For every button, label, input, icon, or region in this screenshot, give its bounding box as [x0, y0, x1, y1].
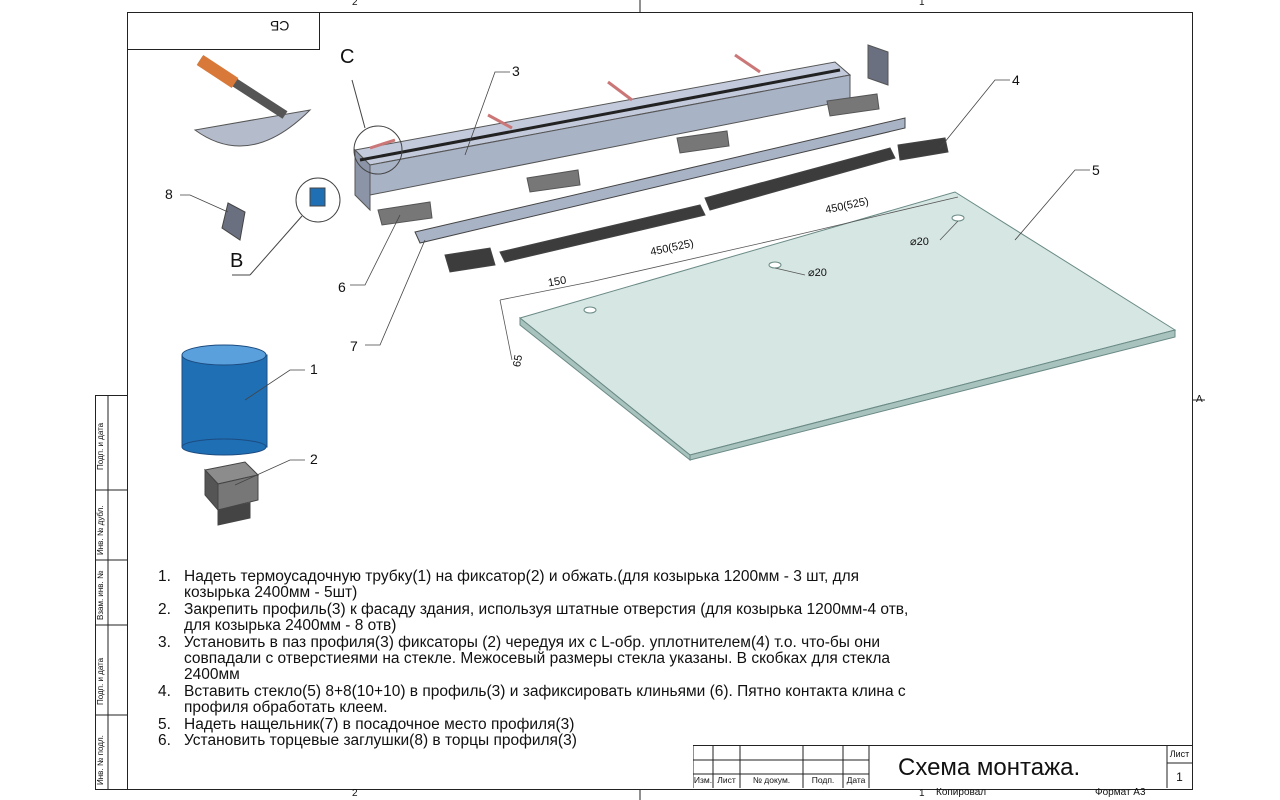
- wall-profile-part: [353, 44, 889, 226]
- header-sheet: Лист: [717, 775, 736, 785]
- header-doc-no: № докум.: [752, 775, 791, 785]
- dimension-lines: [499, 196, 959, 361]
- title-block-grid: [693, 746, 1192, 788]
- copied-label: Копировал: [936, 787, 987, 798]
- header-signature: Подп.: [811, 775, 835, 785]
- step-number: 2.: [158, 600, 171, 618]
- instruction-item: 4. Вставить стекло(5) 8+8(10+10) в профил…: [158, 682, 1064, 717]
- stamp-sign-date-1: Подп. и дата: [96, 422, 105, 470]
- end-cap-part: [221, 202, 246, 241]
- instruction-item: 2. Закрепить профиль(3) к фасаду здания, …: [158, 600, 1064, 635]
- leader-lines: [180, 71, 1090, 486]
- detail-c-label: C: [340, 46, 355, 68]
- callout-2: 2: [310, 451, 318, 467]
- zone-bottom-1: 1: [919, 788, 925, 799]
- detail-b: [232, 177, 341, 276]
- drawing-title: Схема монтажа.: [898, 754, 1081, 781]
- zone-right-a: A: [1196, 394, 1203, 405]
- zone-bottom-2: 2: [352, 788, 358, 799]
- step-number: 3.: [158, 633, 171, 651]
- step-text: Надеть нащельник(7) в посадочное место п…: [184, 715, 575, 733]
- zone-top-2: 2: [352, 0, 358, 8]
- callout-3: 3: [512, 63, 520, 79]
- format-label: Формат А3: [1095, 787, 1146, 798]
- instruction-item: 3. Установить в паз профиля(3) фиксаторы …: [158, 633, 1064, 684]
- heat-shrink-tube-part: [181, 344, 268, 456]
- callout-8: 8: [165, 186, 173, 202]
- drawing-frame: [95, 0, 1205, 800]
- cover-strip-part: [414, 117, 949, 273]
- hole-diameter-1: ⌀20: [808, 267, 827, 279]
- detail-b-label: B: [230, 250, 244, 272]
- step-number: 1.: [158, 568, 171, 585]
- hole-diameter-2: ⌀20: [910, 236, 929, 248]
- callout-7: 7: [350, 338, 358, 354]
- glass-panel-part: [518, 191, 1177, 462]
- stamp-orig-inv: Инв. № подл.: [96, 735, 105, 785]
- instruction-item: 6. Установить торцевые заглушки(8) в торц…: [158, 732, 1064, 750]
- step-text: Вставить стекло(5) 8+8(10+10) в профиль(…: [184, 682, 906, 717]
- header-change: Изм.: [693, 775, 713, 785]
- stamp-dup-inv: Инв. № дубл.: [96, 505, 105, 555]
- callout-1: 1: [310, 361, 318, 377]
- detail-c: [351, 79, 403, 175]
- zone-top-1: 1: [919, 0, 925, 8]
- callout-5: 5: [1092, 162, 1100, 178]
- title-block: Изм. Лист № докум. Подп. Дата Схема монт…: [693, 745, 1192, 788]
- dimension-65: 65: [511, 353, 526, 369]
- step-text: Надеть термоусадочную трубку(1) на фикса…: [184, 568, 860, 602]
- view-label: СБ: [270, 18, 290, 34]
- clamp-fixator-part: [204, 461, 259, 526]
- instruction-item: 5. Надеть нащельник(7) в посадочное место…: [158, 715, 1064, 733]
- step-number: 4.: [158, 682, 171, 700]
- step-number: 5.: [158, 715, 171, 733]
- header-date: Дата: [846, 775, 866, 785]
- callout-4: 4: [1012, 72, 1020, 88]
- step-number: 6.: [158, 732, 171, 750]
- instructions-list: 1. Надеть термоусадочную трубку(1) на фик…: [158, 568, 1064, 750]
- step-text: Установить в паз профиля(3) фиксаторы (2…: [184, 633, 891, 684]
- sheet-label: Лист: [1169, 749, 1190, 759]
- step-text: Установить торцевые заглушки(8) в торцы …: [184, 732, 577, 750]
- callout-6: 6: [338, 279, 346, 295]
- instruction-item: 1. Надеть термоусадочную трубку(1) на фик…: [158, 568, 1064, 602]
- anchor-bolt-part: [193, 54, 312, 147]
- sheet-number: 1: [1176, 770, 1183, 784]
- stamp-repl-inv: Взам. инв. №: [96, 570, 105, 620]
- step-text: Закрепить профиль(3) к фасаду здания, ис…: [184, 600, 909, 635]
- stamp-sign-date-2: Подп. и дата: [96, 657, 105, 705]
